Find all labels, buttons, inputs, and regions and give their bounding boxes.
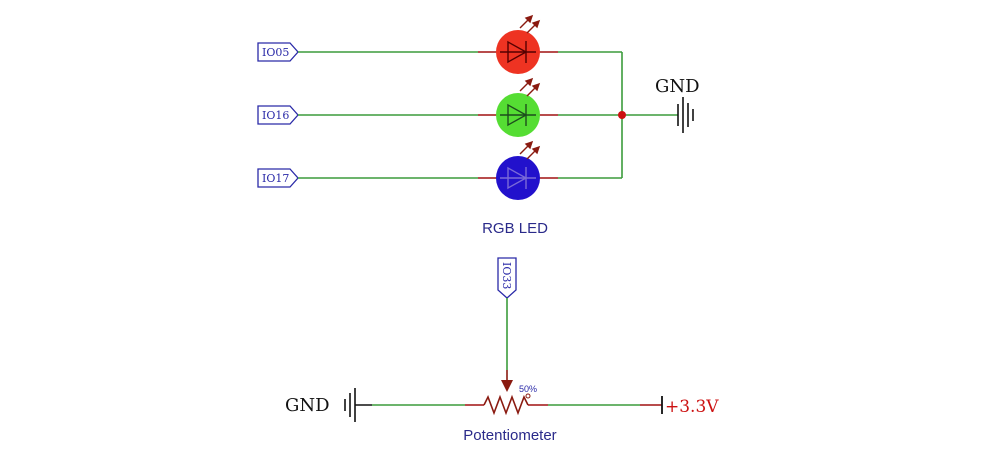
netlabel-io05-text: IO05	[262, 46, 289, 59]
netlabel-io33-text: IO33	[500, 262, 513, 289]
led-red-emission-arrows	[519, 14, 541, 34]
netlabel-io16: IO16	[257, 105, 299, 125]
vcc-label: +3.3V	[665, 397, 719, 417]
gnd-label-top: GND	[655, 76, 700, 97]
led-blue	[496, 140, 541, 200]
netlabel-io17-text: IO17	[262, 172, 289, 185]
led-blue-emission-arrows	[519, 140, 541, 160]
junction-dot	[618, 111, 626, 119]
potentiometer-label: Potentiometer	[463, 427, 556, 444]
led-red	[496, 14, 541, 74]
netlabel-io05: IO05	[257, 42, 299, 62]
wiper-arrow	[501, 370, 513, 392]
ground-symbol-top	[677, 97, 694, 133]
potentiometer-resistor	[483, 394, 529, 416]
rgb-led-label: RGB LED	[482, 220, 548, 237]
ground-symbol-bottom	[344, 388, 372, 422]
led-green	[496, 77, 541, 137]
gnd-label-bottom: GND	[285, 395, 330, 416]
netlabel-io16-text: IO16	[262, 109, 289, 122]
netlabel-io33: IO33	[497, 257, 517, 299]
potentiometer-wiper-dot	[525, 393, 531, 399]
led-green-emission-arrows	[519, 77, 541, 97]
led-pin-stubs	[478, 51, 558, 179]
netlabel-io17: IO17	[257, 168, 299, 188]
wiper-value: 50%	[519, 384, 537, 394]
